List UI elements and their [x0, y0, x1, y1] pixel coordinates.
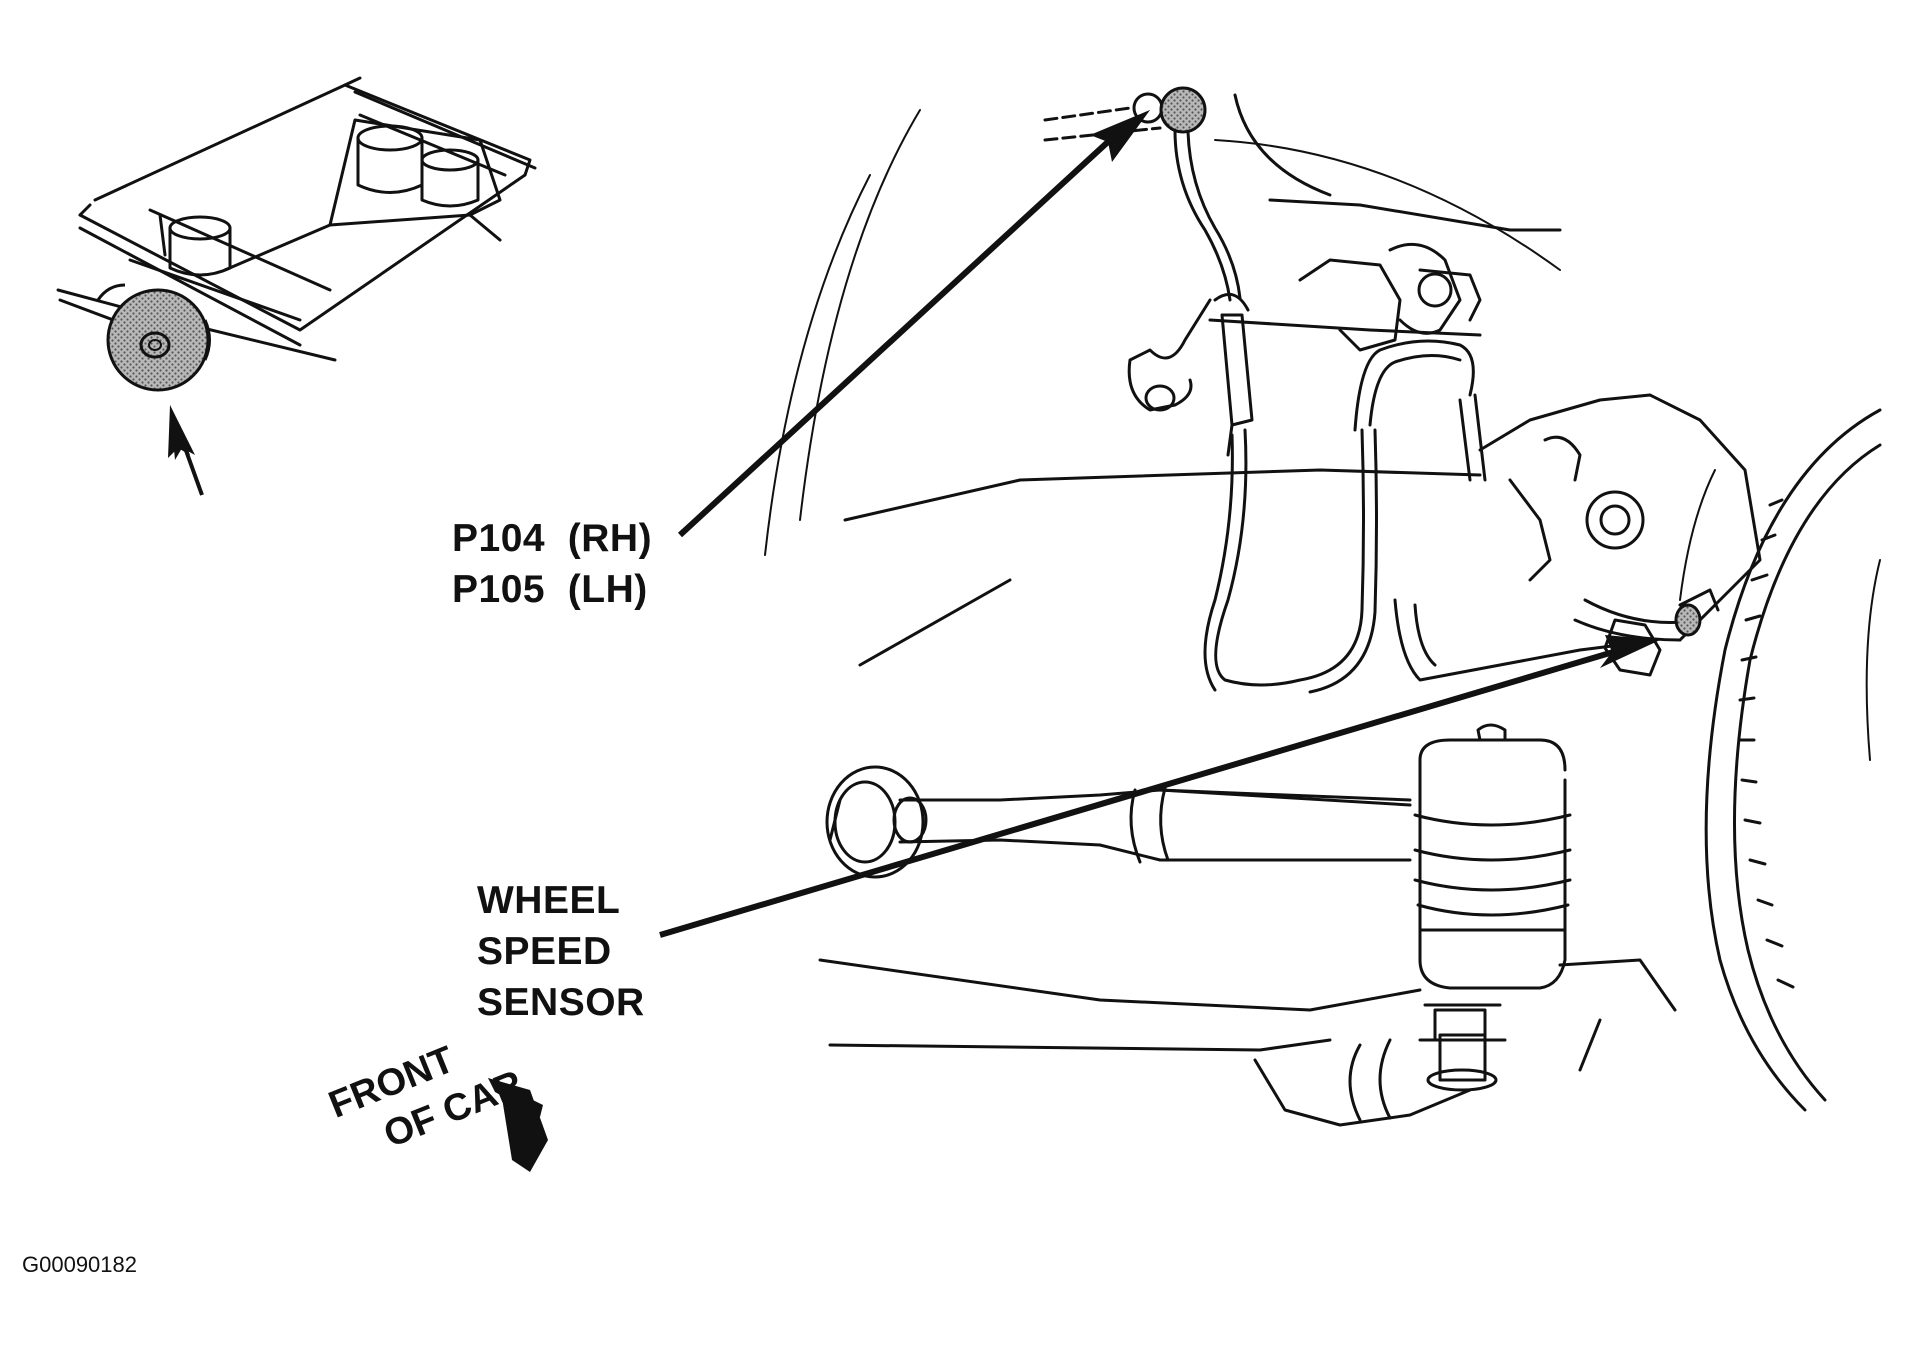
sensor-label-line-1: WHEEL	[477, 879, 621, 922]
connector-label-lh: P105 (LH)	[452, 568, 648, 611]
inset-wheel	[96, 283, 211, 392]
sensor-label-line-2: SPEED	[477, 930, 612, 973]
inset-arrow	[168, 405, 204, 496]
main-suspension-view	[764, 86, 1882, 1127]
wheel-speed-sensor-callout: WHEEL SPEED SENSOR	[477, 875, 645, 1028]
figure-id: G00090182	[22, 1252, 137, 1277]
sensor-label-line-3: SENSOR	[477, 981, 645, 1024]
front-of-car-arrow	[488, 1078, 548, 1172]
sensor-leader-arrow	[659, 635, 1660, 938]
connector-leader-arrow	[677, 110, 1150, 538]
inset-vehicle-view	[56, 76, 537, 362]
connector-callout: P104 (RH) P105 (LH)	[452, 513, 652, 615]
connector-label-rh: P104 (RH)	[452, 517, 653, 560]
